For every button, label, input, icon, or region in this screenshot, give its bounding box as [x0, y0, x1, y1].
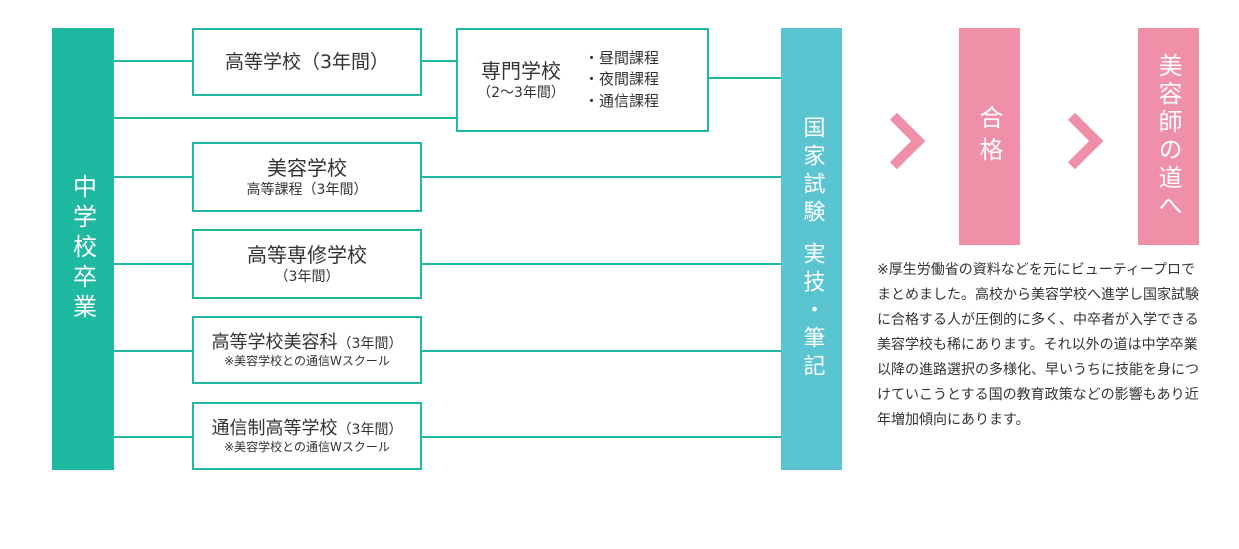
connector-line — [114, 436, 193, 438]
high-school-label: 高等学校（3年間） — [224, 50, 390, 73]
higher-vocational-school-label: 高等専修学校 — [247, 242, 367, 267]
connector-line — [421, 60, 458, 62]
connector-line — [114, 117, 457, 119]
correspondence-high-school-title: 通信制高等学校（3年間） — [212, 417, 403, 440]
junior-high-graduation-bar: 中学校卒業 — [52, 28, 114, 470]
beauty-school-box: 美容学校 高等課程（3年間） — [192, 142, 422, 212]
high-school-box: 高等学校（3年間） — [192, 28, 422, 96]
vocational-school-duration: （2〜3年間） — [477, 84, 565, 101]
national-exam-bar: 国家試験 実技・筆記 — [781, 28, 842, 470]
junior-high-graduation-label: 中学校卒業 — [68, 174, 97, 324]
practical-written-label: 実技・筆記 — [799, 242, 825, 382]
correspondence-high-school-box: 通信制高等学校（3年間） ※美容学校との通信Wスクール — [192, 402, 422, 470]
connector-line — [114, 263, 193, 265]
vocational-school-box: 専門学校 （2〜3年間） ・昼間課程 ・夜間課程 ・通信課程 — [456, 28, 709, 132]
course-correspondence: ・通信課程 — [584, 91, 660, 110]
high-school-beauty-dept-title: 高等学校美容科（3年間） — [212, 331, 403, 354]
connector-line — [421, 263, 782, 265]
pass-label: 合格 — [975, 104, 1003, 169]
chevron-right-icon — [1046, 112, 1104, 170]
high-school-beauty-dept-label: 高等学校美容科 — [211, 331, 338, 353]
vocational-school-title: 専門学校 （2〜3年間） — [458, 58, 584, 102]
beautician-path-label: 美容師の道へ — [1154, 52, 1182, 221]
higher-vocational-school-box: 高等専修学校 （3年間） — [192, 229, 422, 299]
course-list: ・昼間課程 ・夜間課程 ・通信課程 — [584, 49, 659, 112]
connector-line — [421, 176, 782, 178]
national-exam-label: 国家試験 — [799, 116, 825, 228]
correspondence-high-school-duration: （3年間） — [337, 421, 403, 438]
connector-line — [421, 350, 782, 352]
correspondence-high-school-label: 通信制高等学校 — [211, 417, 338, 439]
high-school-beauty-dept-duration: （3年間） — [337, 335, 403, 352]
high-school-beauty-dept-box: 高等学校美容科（3年間） ※美容学校との通信Wスクール — [192, 316, 422, 384]
course-evening: ・夜間課程 — [584, 70, 660, 89]
connector-line — [421, 436, 782, 438]
connector-line — [708, 77, 782, 79]
vocational-school-label: 専門学校 — [481, 58, 561, 83]
beauty-school-course: 高等課程（3年間） — [246, 181, 368, 198]
source-note: ※厚生労働省の資料などを元にビューティープロでまとめました。高校から美容学校へ進… — [877, 262, 1199, 428]
connector-line — [114, 350, 193, 352]
beautician-path-bar: 美容師の道へ — [1138, 28, 1199, 245]
high-school-beauty-dept-note: ※美容学校との通信Wスクール — [224, 353, 390, 368]
chevron-right-icon — [868, 112, 926, 170]
pass-bar: 合格 — [959, 28, 1020, 245]
connector-line — [114, 176, 193, 178]
course-daytime: ・昼間課程 — [584, 48, 660, 67]
beauty-school-label: 美容学校 — [267, 155, 347, 180]
connector-line — [114, 60, 193, 62]
correspondence-high-school-note: ※美容学校との通信Wスクール — [224, 439, 390, 454]
higher-vocational-school-duration: （3年間） — [274, 268, 340, 285]
